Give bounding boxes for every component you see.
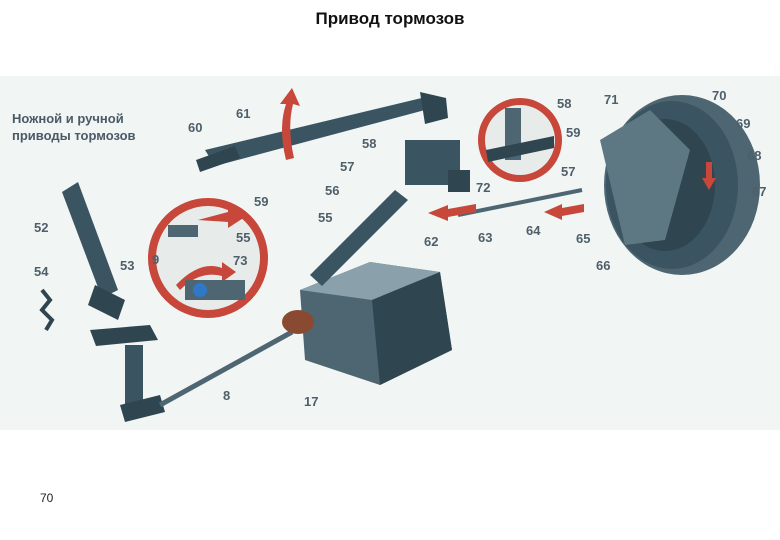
label-62: 62 [424,234,438,249]
label-70: 70 [712,88,726,103]
diagram-subtitle: Ножной и ручной приводы тормозов [12,110,136,144]
page-title: Привод тормозов [315,9,465,28]
label-55-inset: 55 [236,230,250,245]
label-59: 59 [254,194,268,209]
label-9: 9 [152,252,159,267]
hand-brake-lever [196,92,448,172]
page-number: 70 [40,491,54,505]
label-58-inset: 58 [557,96,571,111]
label-52: 52 [34,220,48,235]
label-17: 17 [304,394,318,409]
ratchet-inset [478,98,562,182]
label-58: 58 [362,136,376,151]
brake-valve-assembly [282,262,452,385]
label-61: 61 [236,106,250,121]
label-54: 54 [34,264,49,279]
label-66: 66 [596,258,610,273]
label-68: 68 [747,148,761,163]
subtitle-line-2: приводы тормозов [12,128,136,143]
brake-drum [600,95,760,275]
direction-arrow-left-icon-2 [544,204,584,220]
label-69: 69 [736,116,750,131]
cross-shaft-mechanism [405,140,470,192]
direction-arrow-left-icon [428,204,476,221]
label-63: 63 [478,230,492,245]
label-72: 72 [476,180,490,195]
push-rod [158,329,294,408]
label-53: 53 [120,258,134,273]
label-55: 55 [318,210,332,225]
brake-pedal [39,182,125,332]
label-64: 64 [526,223,541,238]
label-57-inset: 57 [561,164,575,179]
label-65: 65 [576,231,590,246]
label-73: 73 [233,253,247,268]
label-56: 56 [325,183,339,198]
subtitle-line-1: Ножной и ручной [12,111,124,126]
brake-strut [310,190,408,286]
label-60: 60 [188,120,202,135]
label-71: 71 [604,92,618,107]
label-8: 8 [223,388,230,403]
label-67: 67 [752,184,766,199]
down-arrow-icon [702,162,716,190]
pedal-linkage [90,325,165,422]
label-59-inset: 59 [566,125,580,140]
brake-cable [457,188,583,217]
rotation-arrow-icon [280,88,300,160]
label-57: 57 [340,159,354,174]
pedal-inset [148,198,268,318]
